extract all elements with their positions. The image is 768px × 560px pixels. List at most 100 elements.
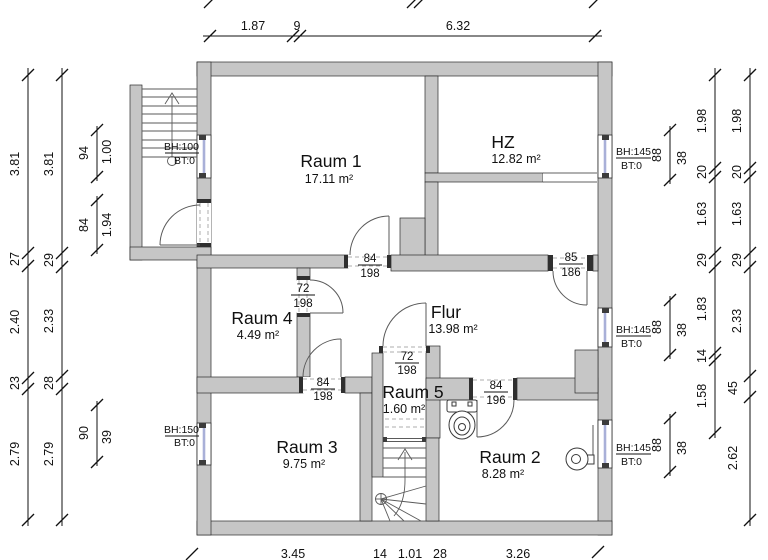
door-width: 72 [297, 283, 310, 295]
window-cap [199, 173, 206, 178]
window-hz[interactable] [597, 134, 613, 179]
dim-tick [708, 170, 722, 184]
dim-value: 14 [695, 349, 709, 363]
room-raum4[interactable]: Raum 4 4.49 m² [231, 308, 293, 342]
toilet-fixture[interactable] [446, 399, 478, 440]
hz-passage[interactable] [543, 172, 597, 183]
door-swing-arc [476, 399, 515, 438]
dim-value: 2.79 [8, 442, 22, 466]
dim-value: 3.81 [8, 152, 22, 176]
room-hz[interactable]: HZ 12.82 m² [491, 132, 540, 166]
dim-tick [21, 259, 35, 273]
window-cap [199, 423, 206, 428]
dim-tick [743, 369, 757, 383]
dim-tick [743, 68, 757, 82]
dim-tick [203, 29, 217, 43]
room-area: 1.60 m² [383, 402, 425, 416]
wall-raum1-hz [424, 75, 439, 174]
dim-tick [588, 0, 598, 9]
door-jamb [513, 378, 517, 400]
dim-tick [90, 123, 104, 137]
wall-stair-right [425, 437, 440, 522]
dimension-right-openings: 88 38 88 38 88 38 [650, 123, 689, 479]
toilet-tank-button [451, 401, 457, 407]
door-width: 84 [364, 253, 377, 265]
dim-tick [663, 293, 677, 307]
window-bt-label: BT:0 [174, 155, 195, 167]
dim-value: 3.45 [281, 547, 305, 560]
window-stairwell[interactable] [196, 134, 212, 179]
sink-fixture[interactable] [565, 447, 595, 471]
dimension-left-openings: 94 1.00 84 1.94 90 39 [77, 123, 114, 469]
dim-tick [708, 161, 722, 175]
room-name: HZ [491, 132, 515, 152]
walls [129, 61, 613, 536]
door-hz-flur[interactable] [548, 255, 593, 306]
dim-value: 84 [77, 218, 91, 232]
room-raum3[interactable]: Raum 3 9.75 m² [276, 437, 337, 471]
dim-value: 1.63 [695, 202, 709, 226]
door-width: 85 [565, 252, 578, 264]
hz-passage-gap [543, 173, 597, 182]
dim-value: 2.62 [726, 446, 740, 470]
window-cap [602, 308, 609, 313]
door-swing-arc [552, 270, 588, 306]
wall-raum1-bottom-right [390, 254, 549, 272]
window-bh-label: BH:145 [616, 146, 651, 158]
door-raum4[interactable] [297, 276, 344, 317]
dim-tick [663, 465, 677, 479]
room-raum2[interactable]: Raum 2 8.28 m² [479, 447, 540, 481]
dim-value: 2.33 [42, 309, 56, 333]
room-raum5[interactable]: Raum 5 1.60 m² [382, 382, 443, 416]
dim-tick [743, 260, 757, 274]
dim-value: 20 [695, 165, 709, 179]
wall-raum1-bottom-left [196, 254, 349, 269]
wall-stairwell-left [129, 84, 143, 261]
dim-tick [286, 29, 300, 43]
window-cap [602, 173, 609, 178]
window-raum2[interactable] [592, 419, 613, 469]
toilet-drain [458, 423, 466, 431]
dim-value: 28 [42, 376, 56, 390]
door-swing-arc [159, 204, 201, 246]
dim-value: 88 [650, 438, 664, 452]
door-raum5[interactable] [379, 302, 430, 353]
room-raum1[interactable]: Raum 1 17.11 m² [300, 151, 361, 186]
window-raum3[interactable] [196, 422, 212, 466]
door-swing-arc [382, 302, 427, 347]
staircase-lower[interactable] [375, 418, 427, 522]
door-jamb [197, 199, 211, 203]
wall-flur-jog [574, 349, 599, 394]
room-area: 4.49 m² [237, 328, 279, 342]
dim-tick [663, 173, 677, 187]
door-label-raum5: 72 198 [395, 351, 419, 377]
dim-value: 38 [675, 441, 689, 455]
dim-tick [413, 0, 423, 9]
dim-value: 1.83 [695, 297, 709, 321]
door-stairwell-raum1[interactable] [159, 199, 211, 247]
window-cap [602, 463, 609, 468]
door-swing-arc [302, 338, 342, 378]
window-bt-label: BT:0 [174, 437, 195, 449]
window-label-raum2: BH:145 BT:0 [616, 442, 651, 468]
dim-value: 1.00 [100, 140, 114, 164]
dim-value: 29 [695, 253, 709, 267]
window-flur[interactable] [597, 307, 613, 348]
staircase-upper[interactable] [142, 88, 197, 166]
window-label-hz: BH:145 BT:0 [616, 146, 651, 172]
door-jamb [197, 243, 211, 247]
wall-top [196, 61, 613, 77]
dim-value: 1.58 [695, 384, 709, 408]
room-flur[interactable]: Flur 13.98 m² [428, 302, 477, 336]
door-jamb [299, 377, 303, 393]
dim-value: 1.98 [730, 109, 744, 133]
door-height: 196 [486, 395, 505, 407]
window-bt-label: BT:0 [621, 456, 642, 468]
dim-value: 3.81 [42, 152, 56, 176]
window-bh-label: BH:145 [616, 442, 651, 454]
door-height: 198 [397, 365, 416, 377]
door-width: 84 [317, 377, 330, 389]
room-area: 13.98 m² [428, 322, 477, 336]
room-area: 12.82 m² [491, 152, 540, 166]
